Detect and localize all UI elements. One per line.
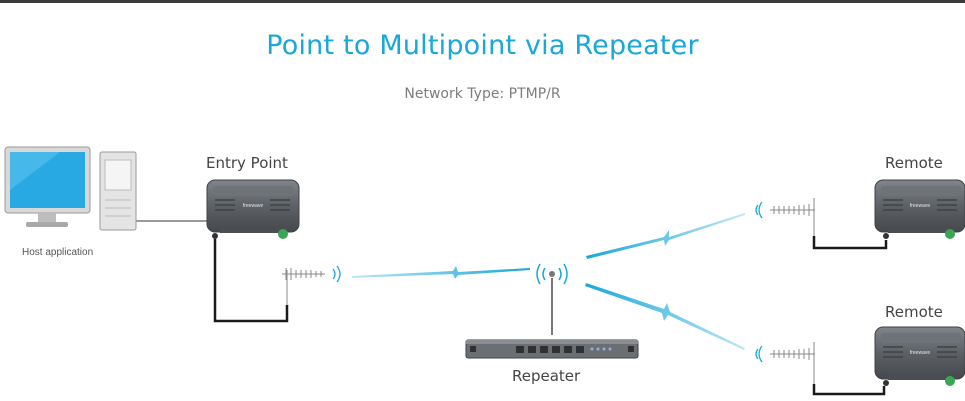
repeater-rack-device-icon (466, 340, 638, 358)
entry-point-label: Entry Point (206, 154, 288, 172)
repeater-label: Repeater (512, 367, 580, 385)
remote-top-label: Remote (885, 154, 943, 172)
remote-bottom-label: Remote (885, 303, 943, 321)
repeater-omni-antenna-icon (537, 264, 567, 335)
entry-antenna-cable (215, 239, 287, 321)
remote-top-radio-icon: freewave (875, 180, 965, 239)
yagi-antenna-icon (282, 268, 325, 305)
entry-point-radio-icon: freewave (207, 180, 299, 239)
svg-text:freewave: freewave (243, 203, 264, 209)
remote-top-cable (814, 236, 886, 248)
signal-waves-icon (333, 266, 340, 282)
remote-top-antenna-icon (756, 198, 815, 236)
wireless-link-repeater-remote-top (586, 213, 745, 259)
remote-bottom-antenna-icon (756, 342, 815, 384)
wireless-link-entry-repeater (352, 266, 530, 279)
remote-bottom-cable (814, 384, 884, 394)
host-computer-icon (5, 147, 136, 230)
svg-text:freewave: freewave (910, 203, 931, 209)
host-application-label: Host application (22, 247, 93, 258)
svg-text:freewave: freewave (910, 350, 931, 356)
remote-bottom-radio-icon: freewave (875, 327, 965, 386)
